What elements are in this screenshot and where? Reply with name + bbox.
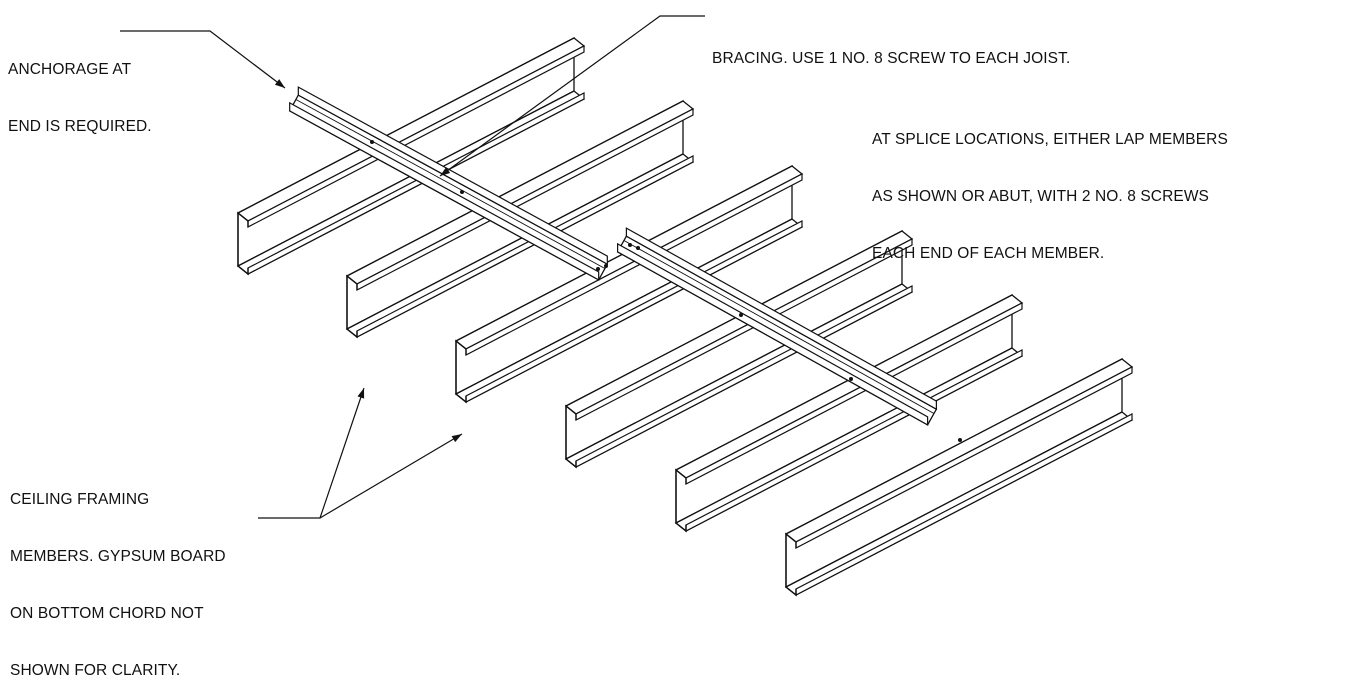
note-line: ANCHORAGE AT	[8, 61, 132, 78]
screw-dot	[596, 267, 600, 271]
joist-end-profile	[675, 468, 687, 533]
brace-flange	[289, 101, 600, 281]
bracing-members	[288, 86, 962, 442]
screw-dot	[958, 438, 962, 442]
screw-dot	[849, 377, 853, 381]
leader-ceiling-1	[258, 387, 365, 519]
note-line: MEMBERS. GYPSUM BOARD	[10, 548, 226, 565]
note-line: END IS REQUIRED.	[8, 118, 152, 135]
note-line: SHOWN FOR CLARITY.	[10, 662, 181, 679]
joist-4	[564, 229, 914, 469]
joist-end-profile	[565, 404, 577, 469]
screw-dot	[739, 313, 743, 317]
note-line: BRACING. USE 1 NO. 8 SCREW TO EACH JOIST…	[712, 50, 1071, 67]
joist-end-profile	[346, 274, 358, 339]
note-anchorage: ANCHORAGE AT END IS REQUIRED.	[8, 22, 152, 155]
note-splice: AT SPLICE LOCATIONS, EITHER LAP MEMBERS …	[872, 92, 1228, 282]
note-line: AT SPLICE LOCATIONS, EITHER LAP MEMBERS	[872, 131, 1228, 148]
arrowhead	[451, 434, 462, 443]
note-ceiling-framing: CEILING FRAMING MEMBERS. GYPSUM BOARD ON…	[10, 452, 226, 699]
arrowhead	[357, 388, 365, 399]
joist-end-profile	[785, 532, 797, 597]
leader-bracing	[439, 15, 705, 177]
screw-dot	[460, 190, 464, 194]
leader-ceiling-2	[319, 433, 463, 519]
screw-dot	[604, 264, 608, 268]
note-line: ON BOTTOM CHORD NOT	[10, 605, 204, 622]
arrowhead	[440, 167, 451, 176]
screw-dot	[628, 243, 632, 247]
leader-anchorage	[120, 30, 286, 89]
note-line: EACH END OF EACH MEMBER.	[872, 245, 1105, 262]
brace-member-upper	[288, 86, 609, 281]
joist-1	[236, 36, 586, 276]
screw-dot	[636, 246, 640, 250]
brace-flange	[297, 86, 608, 266]
joist-end-profile	[455, 339, 467, 404]
joist-end-profile	[237, 211, 249, 276]
brace-edge	[623, 240, 935, 414]
note-bracing: BRACING. USE 1 NO. 8 SCREW TO EACH JOIST…	[712, 11, 1070, 87]
leader-lines	[120, 15, 705, 519]
bracing-diagram	[120, 15, 1134, 597]
note-line: CEILING FRAMING	[10, 491, 150, 508]
screw-dot	[370, 140, 374, 144]
arrowhead	[274, 79, 285, 88]
note-line: AS SHOWN OR ABUT, WITH 2 NO. 8 SCREWS	[872, 188, 1209, 205]
joist-5	[674, 293, 1024, 533]
brace-flange	[625, 227, 937, 411]
brace-edge	[295, 99, 606, 269]
joist-6	[784, 357, 1134, 597]
